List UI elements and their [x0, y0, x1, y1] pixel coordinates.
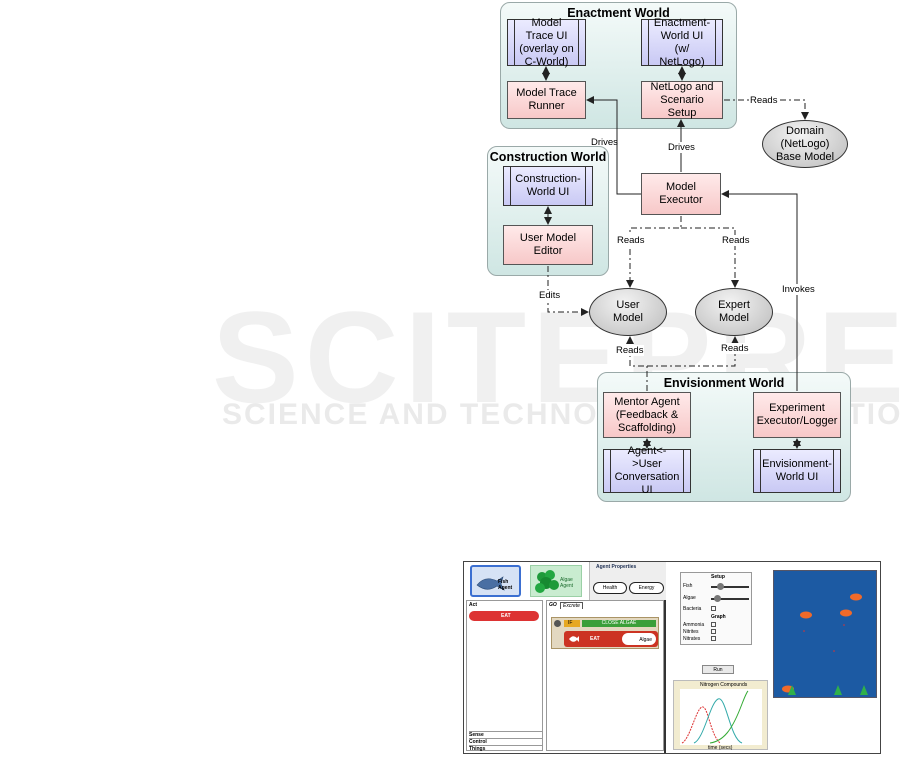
- eat-action-block[interactable]: EAT Algae: [564, 631, 658, 647]
- nitrites-checkbox[interactable]: [711, 629, 716, 634]
- if-block: IF: [564, 620, 580, 627]
- label-reads-user: Reads: [616, 235, 646, 246]
- fish-agent-card[interactable]: Fish Agent: [470, 565, 521, 597]
- construction-pane: Fish Agent Algae Agent Agent Properties …: [464, 562, 666, 753]
- model-executor-node: Model Executor: [641, 173, 721, 215]
- algae-slider[interactable]: [711, 598, 749, 600]
- agent-properties-panel: Agent Properties Health Energy: [589, 562, 666, 600]
- fish-slider[interactable]: [711, 586, 749, 588]
- model-trace-ui-node: Model Trace UI (overlay on C-World): [507, 17, 586, 68]
- run-button[interactable]: Run: [702, 665, 734, 674]
- bacteria-label: Bacteria: [683, 606, 702, 612]
- nitrites-curve: [693, 698, 743, 744]
- tab-go[interactable]: GO: [549, 602, 557, 608]
- netlogo-setup-node: NetLogo and Scenario Setup: [641, 81, 723, 119]
- algae-agent-label: Algae Agent: [560, 577, 574, 589]
- label-drives-right: Drives: [667, 142, 696, 153]
- label-reads-mentor-expert: Reads: [720, 343, 750, 354]
- ammonia-label: Ammonia: [683, 622, 705, 628]
- reads-domain-link: [724, 99, 809, 120]
- agent-properties-title: Agent Properties: [596, 564, 637, 570]
- construction-world-title: Construction World: [489, 150, 607, 164]
- algae-slider-handle[interactable]: [714, 595, 721, 602]
- model-trace-runner-node: Model Trace Runner: [507, 81, 586, 119]
- conversation-ui-node: Agent<->User Conversation UI: [603, 445, 691, 496]
- ammonia-checkbox[interactable]: [711, 622, 716, 627]
- label-edits: Edits: [538, 290, 562, 301]
- label-drives-left: Drives: [591, 137, 618, 148]
- palette-things[interactable]: Things: [469, 745, 542, 752]
- setup-panel: Setup Fish Algae Bacteria Graph Ammonia …: [680, 572, 752, 645]
- simulation-scene: [782, 593, 868, 695]
- palette-control[interactable]: Control: [469, 738, 542, 745]
- tab-excrete[interactable]: Excrete: [560, 602, 583, 609]
- construction-world-ui-node: Construction-World UI: [503, 166, 593, 206]
- nitrogen-chart: Nitrogen Compounds time (secs): [673, 680, 768, 751]
- envisionment-pane: Setup Fish Algae Bacteria Graph Ammonia …: [668, 562, 880, 753]
- graph-title: Graph: [711, 614, 726, 620]
- experiment-executor-node: Experiment Executor/Logger: [753, 392, 841, 438]
- mentor-agent-node: Mentor Agent (Feedback & Scaffolding): [603, 392, 691, 438]
- fish-agent-label: Fish Agent: [498, 579, 513, 591]
- chart-xlabel: time (secs): [708, 745, 733, 751]
- nitrates-label: Nitrates: [683, 636, 701, 642]
- algae-target[interactable]: Algae: [622, 633, 656, 645]
- envisionment-world-title: Envisionment World: [663, 376, 785, 390]
- health-property[interactable]: Health: [593, 582, 627, 594]
- executor-reads-user-link: [626, 216, 682, 288]
- behavior-editor: GO Excrete IF CLOSE ALGAE EAT Algae: [546, 600, 664, 751]
- label-invokes: Invokes: [781, 284, 816, 295]
- eat-block[interactable]: EAT: [469, 611, 539, 621]
- algae-slider-label: Algae: [683, 595, 696, 601]
- executor-reads-expert-link: [681, 227, 739, 288]
- user-model-node: User Model: [589, 288, 667, 336]
- domain-model-node: Domain (NetLogo) Base Model: [762, 120, 848, 168]
- algae-sprites: [788, 685, 868, 695]
- rule-handle-icon: [554, 620, 561, 627]
- fish-slider-label: Fish: [683, 583, 693, 589]
- bacteria-checkbox[interactable]: [711, 606, 716, 611]
- block-palette: Act EAT Sense Control Things: [466, 600, 543, 752]
- fish-sprites: [782, 593, 862, 693]
- application-screenshot: Fish Agent Algae Agent Agent Properties …: [463, 561, 881, 754]
- nitrates-curve: [709, 690, 749, 744]
- edits-link: [547, 266, 589, 316]
- nitrites-label: Nitrites: [683, 629, 699, 635]
- label-reads-domain: Reads: [749, 95, 779, 106]
- simulation-world: [773, 570, 877, 698]
- expert-model-node: Expert Model: [695, 288, 773, 336]
- enactment-world-ui-node: Enactment-World UI (w/ NetLogo): [641, 17, 723, 68]
- envisionment-world-ui-node: Envisionment-World UI: [753, 449, 841, 493]
- fish-slider-handle[interactable]: [717, 583, 724, 590]
- fish-mini-icon: [569, 636, 579, 642]
- label-reads-mentor-user: Reads: [615, 345, 645, 356]
- chart-plot: [680, 689, 762, 745]
- palette-act-header: Act: [469, 602, 478, 608]
- invokes-link: [721, 190, 798, 391]
- enactment-world-title: Enactment World: [567, 6, 670, 20]
- user-model-editor-node: User Model Editor: [503, 225, 593, 265]
- close-algae-condition[interactable]: CLOSE ALGAE: [582, 620, 656, 627]
- eat-block-label: EAT: [501, 613, 511, 619]
- palette-sense[interactable]: Sense: [469, 731, 542, 738]
- label-reads-expert: Reads: [721, 235, 751, 246]
- nitrates-checkbox[interactable]: [711, 636, 716, 641]
- drives-runner-link: [586, 96, 641, 195]
- particle-dots: [803, 624, 845, 652]
- algae-icon: [535, 570, 559, 593]
- rule-block[interactable]: IF CLOSE ALGAE EAT Algae: [551, 617, 659, 649]
- ammonia-curve: [681, 706, 721, 744]
- algae-agent-card[interactable]: Algae Agent: [530, 565, 582, 597]
- fish-icon: [476, 576, 505, 591]
- eat-action-label: EAT: [590, 636, 600, 642]
- chart-title: Nitrogen Compounds: [700, 682, 748, 688]
- energy-property[interactable]: Energy: [629, 582, 664, 594]
- setup-title: Setup: [711, 574, 725, 580]
